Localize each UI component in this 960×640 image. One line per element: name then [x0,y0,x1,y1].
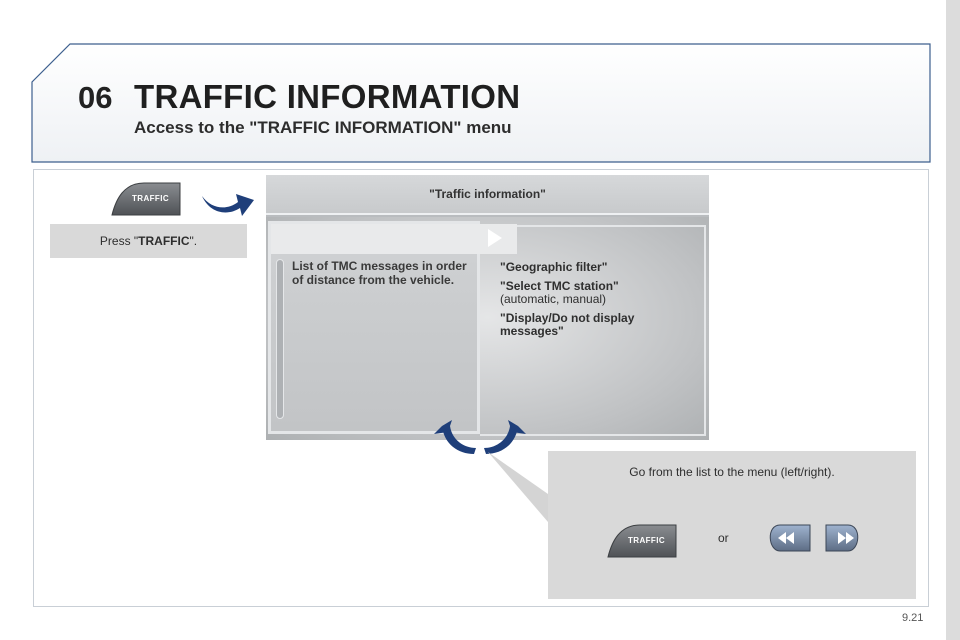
seek-buttons-graphic [769,524,859,552]
panel-tab [271,224,517,254]
play-icon [488,229,502,247]
callout-pointer [488,452,548,522]
traffic-menu: "Geographic filter" "Select TMC station"… [500,261,700,344]
traffic-button-icon [111,182,181,216]
curved-arrow-icon [202,194,254,216]
traffic-button-label: TRAFFIC [132,194,170,203]
menu-item-label: "Geographic filter" [500,260,608,274]
page-subtitle: Access to the "TRAFFIC INFORMATION" menu [134,118,512,137]
menu-item-select-tmc-station[interactable]: "Select TMC station" (automatic, manual) [500,280,700,306]
left-right-arrows-icon [434,420,526,454]
menu-item-geographic-filter[interactable]: "Geographic filter" [500,261,700,274]
traffic-button-2[interactable]: TRAFFIC [606,523,678,559]
press-prefix: Press " [99,234,139,248]
chapter-number: 06 [78,80,113,115]
menu-item-label: "Display/Do not display messages" [500,311,635,338]
menu-item-note: (automatic, manual) [500,292,607,306]
rewind-icon[interactable] [769,524,811,552]
navigation-instruction: Go from the list to the menu (left/right… [629,465,835,479]
page-title: TRAFFIC INFORMATION [134,78,521,115]
or-label: or [718,531,729,545]
menu-item-label: "Select TMC station" [500,279,619,293]
menu-item-display-messages[interactable]: "Display/Do not display messages" [500,312,700,338]
list-scrollbar[interactable] [276,259,284,419]
traffic-button-label: TRAFFIC [628,536,666,545]
navigation-instruction-box: Go from the list to the menu (left/right… [548,451,916,599]
screen-title: "Traffic information" [266,175,709,215]
press-suffix: ". [189,234,198,248]
screen-body: List of TMC messages in order of distanc… [266,217,709,440]
traffic-button[interactable]: TRAFFIC [110,181,182,217]
seek-buttons [764,523,864,553]
page-edge-strip [946,0,960,640]
fast-forward-icon[interactable] [825,524,859,552]
message-list-description: List of TMC messages in order of distanc… [292,259,467,287]
display-screen: "Traffic information" List of TMC messag… [266,175,709,440]
menu-panel [480,225,706,436]
message-list-panel[interactable] [268,221,517,434]
press-key: TRAFFIC [138,234,190,248]
page-number: 9.21 [902,612,924,624]
header-frame [31,43,931,163]
press-instruction: Press "TRAFFIC". [50,224,247,258]
header: 06 TRAFFIC INFORMATION Access to the "TR… [0,0,960,170]
traffic-button-icon [607,524,677,558]
